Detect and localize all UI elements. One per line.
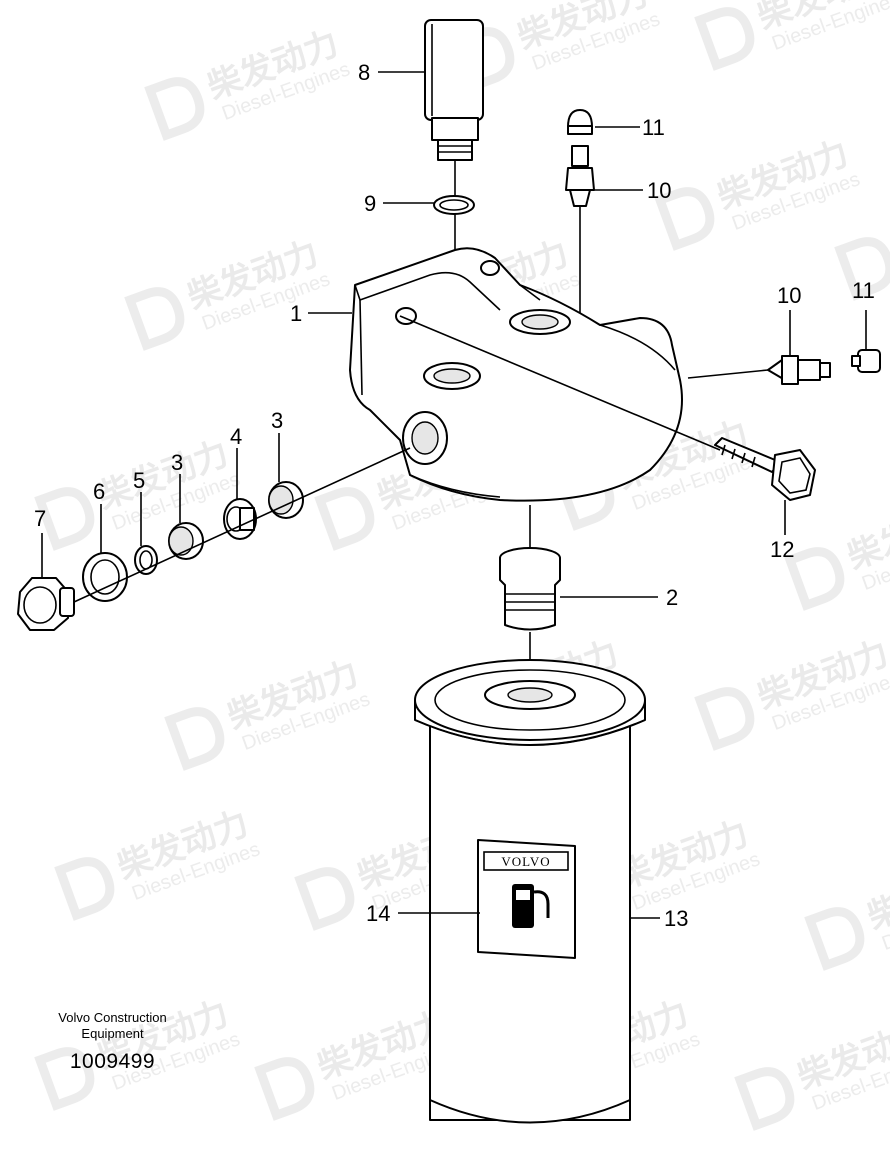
callout-6: 6	[93, 479, 105, 504]
watermark-logo-icon	[654, 187, 715, 251]
part-3-plug-left	[168, 522, 204, 560]
callout-labels: 8 9 1 11 10 10 11 12 2 14 13 7 6 5 3 4 3	[34, 60, 875, 931]
drawing-number: 1009499	[69, 1050, 156, 1073]
part-11-cap-right	[851, 349, 881, 373]
watermark-logo-icon	[784, 547, 845, 611]
part-8-sensor	[424, 19, 484, 370]
watermark-logo-icon	[734, 1067, 795, 1131]
callout-11-upper: 11	[642, 115, 665, 140]
watermark-logo-icon	[54, 857, 115, 921]
watermark-logo-icon	[34, 487, 95, 551]
callout-9: 9	[364, 191, 376, 216]
callout-14: 14	[366, 901, 390, 926]
callout-3-left: 3	[171, 450, 183, 475]
callout-11-right: 11	[852, 278, 875, 303]
watermark-logo-icon	[694, 687, 755, 751]
drawing-caption: Volvo Construction Equipment 1009499	[20, 1010, 205, 1074]
callout-3-right: 3	[271, 408, 283, 433]
caption-line-1: Volvo Construction	[58, 1010, 167, 1025]
part-13-filter-cartridge	[414, 659, 646, 1124]
watermark-logo-icon	[124, 287, 185, 351]
watermark-logo-icon	[694, 7, 755, 71]
callout-13: 13	[664, 906, 688, 931]
watermark-logo-icon	[834, 237, 890, 301]
watermark-logo-icon	[144, 77, 205, 141]
part-7-plug	[17, 577, 75, 631]
callout-4: 4	[230, 424, 242, 449]
watermark-logo-icon	[454, 27, 515, 91]
callout-12: 12	[770, 537, 794, 562]
callout-7: 7	[34, 506, 46, 531]
callout-10-right: 10	[777, 283, 801, 308]
part-9-o-ring	[433, 195, 475, 215]
part-10-bleed-screw-upper	[565, 145, 595, 360]
fuel-pump-icon	[512, 884, 550, 928]
decal-brand-text: VOLVO	[501, 854, 550, 869]
part-1-filter-head	[349, 247, 721, 502]
part-14-decal: VOLVO	[477, 839, 576, 959]
part-10-bleed-screw-right	[687, 355, 831, 385]
watermark-logo-icon	[164, 707, 225, 771]
callout-10-upper: 10	[647, 178, 671, 203]
watermark-logo-icon	[804, 907, 865, 971]
part-12-bolt	[714, 437, 816, 501]
watermark-logo-icon	[34, 1047, 95, 1111]
watermark-logo-icon	[294, 867, 355, 931]
callout-1: 1	[290, 301, 302, 326]
watermark-cn-text: 柴发动力	[862, 853, 890, 937]
callout-8: 8	[358, 60, 370, 85]
callout-2: 2	[666, 585, 678, 610]
part-4-valve	[223, 498, 257, 540]
watermark-logo-icon	[314, 487, 375, 551]
watermark-logo-icon	[254, 1057, 315, 1121]
callout-5: 5	[133, 468, 145, 493]
part-11-cap-upper	[567, 109, 593, 135]
leader-lines	[41, 71, 867, 919]
caption-line-2: Equipment	[81, 1026, 144, 1041]
